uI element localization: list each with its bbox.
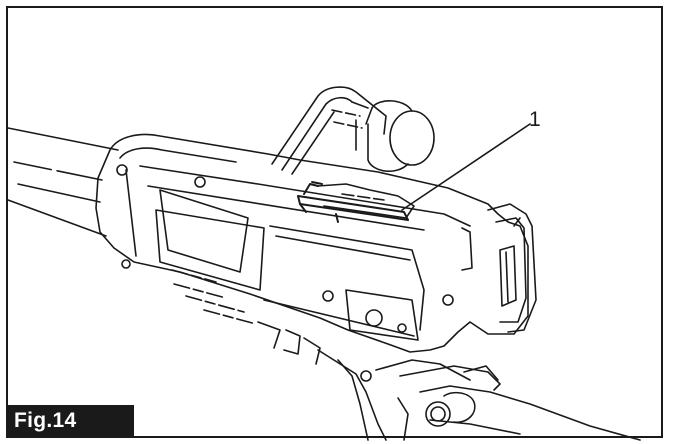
shaft <box>7 127 119 237</box>
housing-body <box>95 133 529 353</box>
figure-label: Fig.14 <box>6 405 134 438</box>
callout-1-leader <box>401 123 531 211</box>
grip <box>317 349 641 441</box>
callout-number-1: 1 <box>529 108 541 131</box>
knob <box>365 100 435 172</box>
lower-bracket <box>257 289 419 365</box>
part-1-rod <box>297 181 409 223</box>
front-cap <box>461 203 537 333</box>
figure-frame <box>6 6 663 438</box>
